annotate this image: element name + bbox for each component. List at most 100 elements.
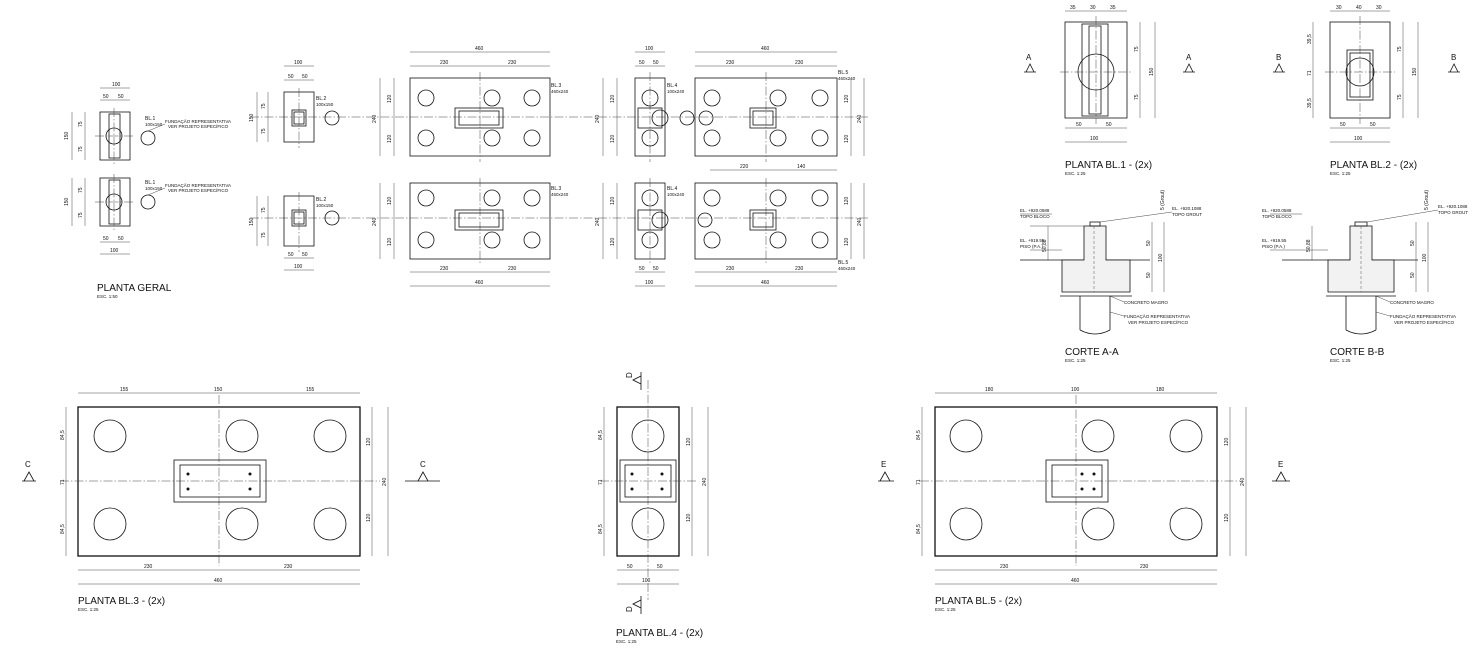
svg-text:120: 120 [387, 134, 393, 143]
svg-text:75: 75 [1397, 46, 1403, 52]
svg-text:50: 50 [103, 236, 109, 242]
title-planta-geral: PLANTA GERAL [97, 283, 172, 294]
svg-text:100x150: 100x150 [145, 186, 163, 191]
svg-text:150: 150 [249, 113, 255, 122]
svg-text:PISO (P.A.): PISO (P.A.) [1262, 244, 1285, 249]
svg-text:C: C [420, 460, 426, 469]
svg-text:150: 150 [64, 197, 70, 206]
svg-text:100: 100 [294, 60, 303, 66]
svg-text:BL.3: BL.3 [551, 186, 562, 192]
corte-aa: EL. +920.0588 TOPO BLOCO EL. +919.55 PIS… [1020, 190, 1202, 363]
svg-text:50: 50 [1340, 122, 1346, 128]
svg-text:39,5: 39,5 [1307, 98, 1313, 108]
svg-text:230: 230 [795, 266, 804, 272]
svg-text:100: 100 [1354, 136, 1363, 142]
svg-text:460x240: 460x240 [838, 76, 856, 81]
svg-text:EL. +919.55: EL. +919.55 [1262, 238, 1287, 243]
svg-text:100: 100 [294, 264, 303, 270]
svg-text:100x240: 100x240 [667, 89, 685, 94]
svg-text:35: 35 [1110, 5, 1116, 11]
svg-text:120: 120 [366, 437, 372, 446]
svg-text:84,5: 84,5 [60, 524, 66, 534]
svg-text:120: 120 [610, 94, 616, 103]
svg-text:150: 150 [1412, 67, 1418, 76]
svg-text:460x240: 460x240 [551, 89, 569, 94]
svg-text:PISO (P.A.): PISO (P.A.) [1020, 244, 1043, 249]
svg-text:120: 120 [844, 196, 850, 205]
svg-text:100x150: 100x150 [316, 102, 334, 107]
bl1-top: 100 50 50 150 75 75 BL.1 100x150 FUNDAÇÃ… [64, 82, 231, 165]
svg-text:75: 75 [78, 121, 84, 127]
svg-text:75: 75 [1134, 94, 1140, 100]
svg-text:ESC. 1:25: ESC. 1:25 [616, 639, 637, 644]
svg-text:B: B [1276, 53, 1281, 62]
svg-text:ESC. 1:25: ESC. 1:25 [1330, 358, 1351, 363]
svg-text:50,88: 50,88 [1042, 239, 1048, 252]
svg-text:460: 460 [475, 46, 484, 52]
svg-text:75: 75 [261, 232, 267, 238]
svg-text:150: 150 [1149, 67, 1155, 76]
svg-text:120: 120 [610, 237, 616, 246]
svg-text:EL. +920.1088: EL. +920.1088 [1438, 204, 1468, 209]
svg-text:EL. +920.1088: EL. +920.1088 [1172, 206, 1202, 211]
svg-text:120: 120 [844, 94, 850, 103]
svg-text:30: 30 [1336, 5, 1342, 11]
svg-text:84,5: 84,5 [598, 524, 604, 534]
svg-text:35: 35 [1070, 5, 1076, 11]
svg-text:BL.5: BL.5 [838, 260, 849, 266]
svg-text:D: D [625, 606, 634, 612]
svg-text:TOPO GROUT: TOPO GROUT [1172, 212, 1202, 217]
svg-text:TOPO BLOCO: TOPO BLOCO [1020, 214, 1050, 219]
bl5-bottom: 220 140 230 230 460 240 120 120 BL.5 460… [694, 164, 865, 287]
svg-text:230: 230 [795, 60, 804, 66]
svg-text:EL. +920.0588: EL. +920.0588 [1020, 208, 1050, 213]
svg-text:220: 220 [740, 164, 749, 170]
svg-text:39,5: 39,5 [1307, 34, 1313, 44]
svg-text:50: 50 [1106, 122, 1112, 128]
svg-text:230: 230 [440, 60, 449, 66]
svg-text:100: 100 [642, 578, 651, 584]
svg-text:50: 50 [657, 564, 663, 570]
svg-text:A: A [1026, 53, 1032, 62]
svg-text:460: 460 [761, 280, 770, 286]
svg-text:230: 230 [284, 564, 293, 570]
svg-text:100: 100 [1422, 253, 1428, 262]
svg-text:50: 50 [118, 236, 124, 242]
svg-text:50: 50 [288, 74, 294, 80]
svg-text:240: 240 [595, 114, 601, 123]
svg-text:CORTE B-B: CORTE B-B [1330, 347, 1385, 358]
svg-text:E: E [881, 460, 886, 469]
svg-text:460x240: 460x240 [551, 192, 569, 197]
svg-text:VER PROJETO ESPECÍFICO: VER PROJETO ESPECÍFICO [168, 187, 229, 193]
svg-text:ESC. 1:25: ESC. 1:25 [78, 607, 99, 612]
svg-text:BL.1: BL.1 [145, 116, 156, 122]
svg-text:40: 40 [1356, 5, 1362, 11]
svg-text:230: 230 [508, 60, 517, 66]
svg-text:30: 30 [1376, 5, 1382, 11]
corte-bb: EL. +920.0588 TOPO BLOCO EL. +919.55 PIS… [1262, 190, 1468, 363]
svg-text:100: 100 [645, 46, 654, 52]
svg-text:BL.5: BL.5 [838, 70, 849, 76]
svg-text:BL.3: BL.3 [551, 83, 562, 89]
svg-text:EL. +920.0588: EL. +920.0588 [1262, 208, 1292, 213]
bl2-bottom: 50 50 100 150 75 75 BL.2 100x150 [249, 192, 340, 271]
svg-text:50: 50 [1146, 272, 1152, 278]
svg-text:CORTE A-A: CORTE A-A [1065, 347, 1119, 358]
svg-text:75: 75 [1397, 94, 1403, 100]
svg-text:120: 120 [844, 134, 850, 143]
dim-text: 100 [112, 82, 121, 88]
svg-text:140: 140 [797, 164, 806, 170]
svg-text:50: 50 [118, 94, 124, 100]
svg-text:75: 75 [1134, 46, 1140, 52]
svg-text:ESC. 1:25: ESC. 1:25 [1065, 171, 1086, 176]
bl3-bottom: 230 230 460 240 120 120 BL.3 460x240 [372, 178, 569, 287]
svg-text:120: 120 [1224, 513, 1230, 522]
svg-text:TOPO GROUT: TOPO GROUT [1438, 210, 1468, 215]
svg-text:75: 75 [78, 212, 84, 218]
svg-text:50: 50 [627, 564, 633, 570]
svg-text:50: 50 [639, 60, 645, 66]
svg-text:BL.2: BL.2 [316, 197, 327, 203]
svg-text:50: 50 [1146, 240, 1152, 246]
svg-text:71: 71 [60, 479, 66, 485]
